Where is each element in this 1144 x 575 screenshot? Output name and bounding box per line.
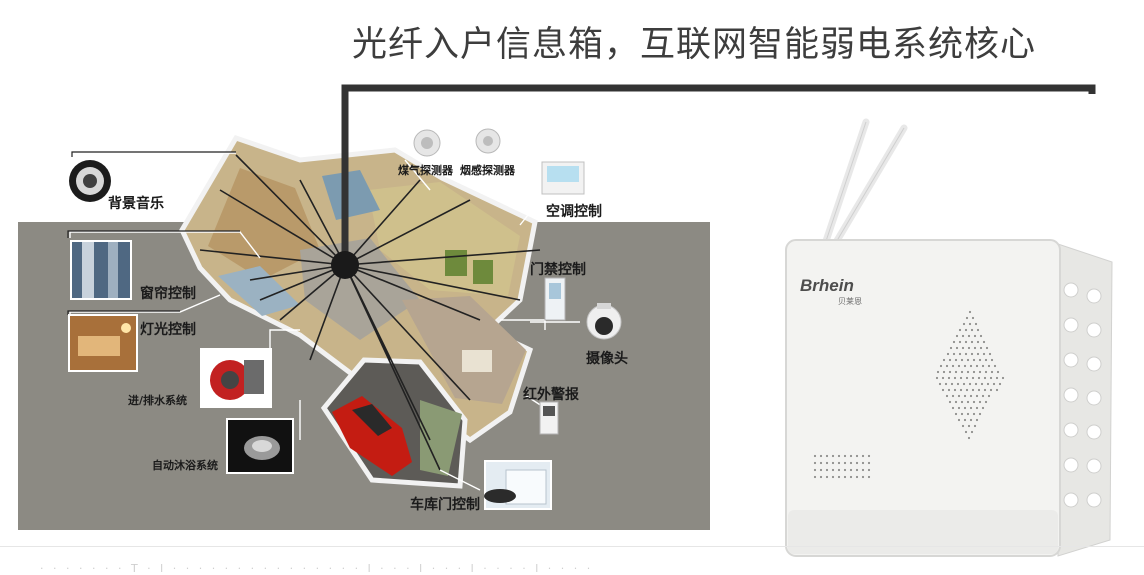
callout-lines <box>69 152 580 491</box>
dome-camera-icon <box>586 303 622 340</box>
label-light-control: 灯光控制 <box>140 322 196 338</box>
hub-node <box>331 251 359 279</box>
label-ac-control: 空调控制 <box>546 204 602 220</box>
brand-logo: Brhein <box>800 276 854 295</box>
label-gas-detector: 煤气探测器 <box>398 164 453 177</box>
speaker-icon <box>69 160 111 202</box>
door-access-panel-icon <box>544 277 566 321</box>
label-garage-door: 车库门控制 <box>410 497 480 513</box>
light-room-photo-icon <box>68 314 138 372</box>
garage-door-photo-icon <box>484 460 552 510</box>
label-door-access: 门禁控制 <box>530 262 586 278</box>
label-smoke-detector: 烟感探测器 <box>460 164 515 177</box>
footer-faded-text: · · · · · · · T · l · · · · · · · · · · … <box>40 562 594 575</box>
footer-divider <box>0 546 1144 547</box>
curtain-photo-icon <box>70 240 132 300</box>
smoke-detector-icon <box>475 128 501 154</box>
thermostat-icon <box>541 161 585 195</box>
label-infrared-alarm: 红外警报 <box>523 387 579 403</box>
hub-connections <box>199 154 541 471</box>
antenna-icon <box>821 118 908 248</box>
bath-faucet-icon <box>226 418 294 474</box>
label-camera: 摄像头 <box>586 351 628 367</box>
water-pump-icon <box>200 348 272 408</box>
label-water-system: 进/排水系统 <box>128 394 188 407</box>
connector-main-line <box>341 84 1096 255</box>
house-floorplan <box>179 134 538 489</box>
label-background-music: 背景音乐 <box>108 196 164 212</box>
info-box-product <box>785 118 1113 557</box>
car-icon <box>332 396 412 476</box>
label-auto-bath: 自动沐浴系统 <box>152 459 218 472</box>
brand-logo-cn: 贝莱恩 <box>838 297 862 306</box>
gas-detector-icon <box>413 129 441 157</box>
page-title: 光纤入户信息箱，互联网智能弱电系统核心 <box>352 25 1037 65</box>
label-curtain-control: 窗帘控制 <box>140 286 196 302</box>
infrared-sensor-icon <box>539 401 559 435</box>
